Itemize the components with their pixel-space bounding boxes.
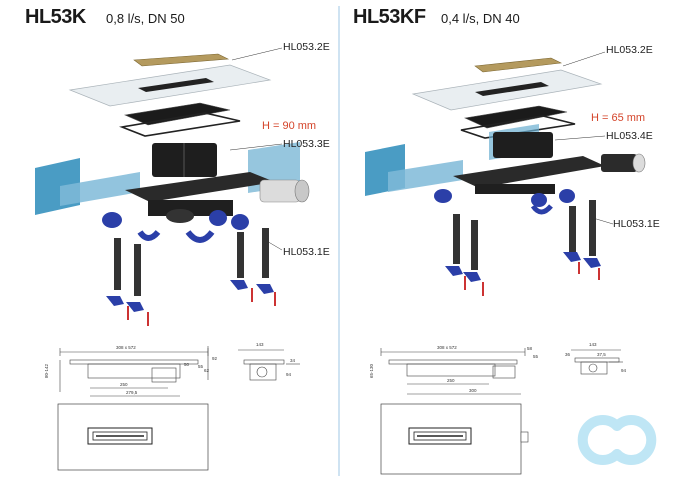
model-title: HL53KF <box>353 6 426 28</box>
plate-slot <box>475 82 549 96</box>
exploded-view-drawing <box>365 51 657 475</box>
top-drawing <box>57 403 209 471</box>
top-drawing <box>380 403 529 475</box>
part-label-legs: HL053.1E <box>613 218 660 230</box>
body-base <box>475 184 555 194</box>
grate-cover <box>133 53 230 67</box>
height-label: H = 65 mm <box>591 112 646 124</box>
exploded-view-drawing <box>35 47 310 471</box>
part-label-top: HL053.2E <box>606 44 653 56</box>
part-label-middle: HL053.3E <box>283 138 330 150</box>
leveling-legs <box>106 228 276 326</box>
section-drawing <box>380 348 526 395</box>
outlet-pipe <box>166 209 194 223</box>
section-drawing <box>59 346 209 397</box>
leveling-legs <box>445 200 601 296</box>
model-spec: 0,4 l/s, DN 40 <box>441 11 520 26</box>
part-label-legs: HL053.1E <box>283 246 330 258</box>
membrane-flange <box>60 172 140 206</box>
plate-slot <box>138 78 214 92</box>
clip-fitting <box>102 212 122 228</box>
odour-trap <box>493 132 553 158</box>
product-panel-hl53k: HL53K 0,8 l/s, DN 50 <box>0 0 335 482</box>
seal-ring <box>460 115 576 139</box>
model-spec: 0,8 l/s, DN 50 <box>106 11 185 26</box>
brand-logo-icon <box>577 415 657 465</box>
horizontal-outlet <box>601 154 637 172</box>
side-drawing <box>238 349 300 381</box>
horizontal-outlet <box>259 179 301 203</box>
part-label-top: HL053.2E <box>283 41 330 53</box>
membrane-flange <box>388 160 463 192</box>
drain-body <box>125 172 275 202</box>
product-panel-hl53kf: HL53KF 0,4 l/s, DN 40 <box>343 0 676 482</box>
height-label: H = 90 mm <box>262 120 317 132</box>
clip-fitting <box>434 189 452 203</box>
part-label-middle: HL053.4E <box>606 130 653 142</box>
seal-ring <box>119 112 241 137</box>
panel-divider <box>338 6 340 476</box>
model-title: HL53K <box>25 6 86 28</box>
gasket-frame <box>123 102 231 126</box>
drain-body <box>453 156 605 188</box>
grate-cover <box>474 57 563 73</box>
gasket-frame <box>463 105 568 129</box>
side-drawing <box>571 349 623 375</box>
